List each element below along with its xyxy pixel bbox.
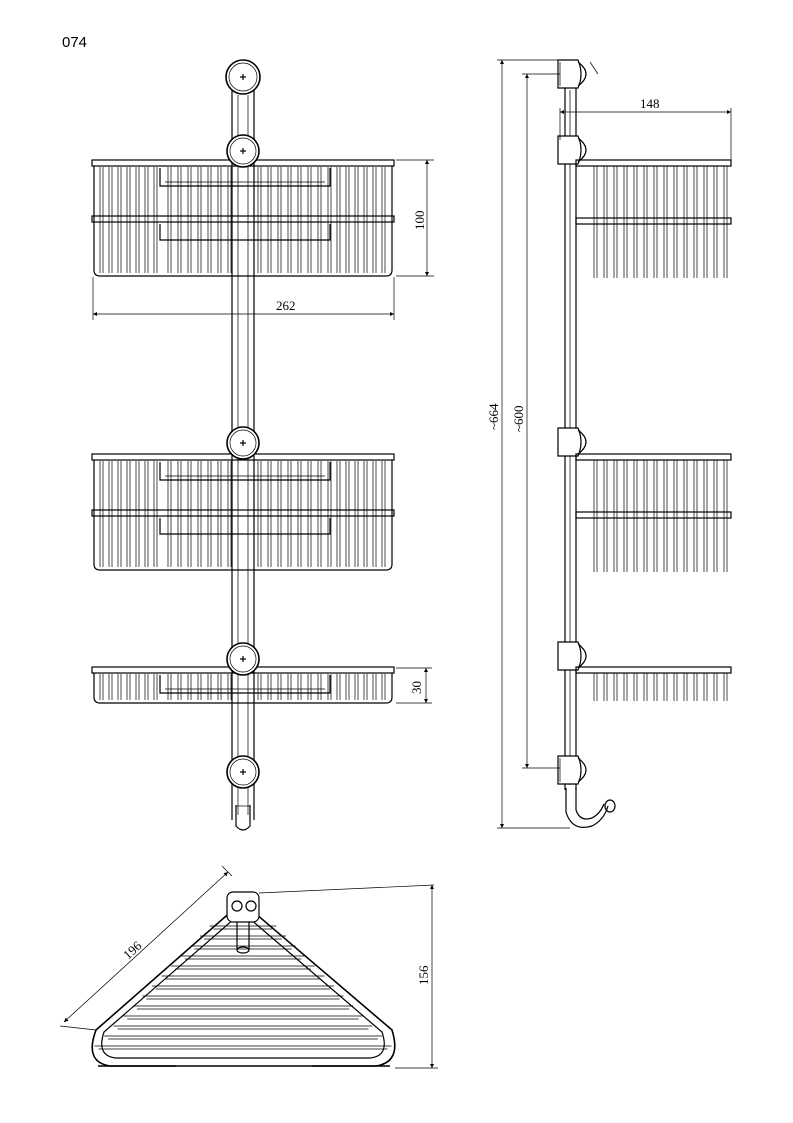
dim-front-basket-height: 100 (396, 159, 434, 277)
front-shelf-bottom (91, 666, 395, 704)
page-number: 074 (62, 34, 88, 51)
dim-side-pole-length: ~600 (511, 73, 560, 769)
dim-262-label: 262 (276, 298, 296, 313)
dim-664-label: ~664 (486, 403, 501, 430)
dim-196-label: 196 (120, 938, 145, 963)
dim-30-label: 30 (409, 681, 424, 694)
front-basket-top (91, 159, 395, 277)
dim-plan-depth: 156 (395, 885, 438, 1069)
dim-side-depth: 148 (559, 96, 732, 160)
side-hook (565, 788, 616, 828)
front-mount-discs (225, 59, 261, 789)
dim-100-label: 100 (412, 211, 427, 231)
side-clamps (557, 59, 599, 785)
dim-side-total-height: ~664 (486, 59, 570, 829)
front-basket-middle (91, 453, 395, 571)
dim-plan-diagonal: 196 (59, 865, 233, 1031)
plan-view: 196 156 (59, 865, 438, 1069)
front-view: 262 100 30 (91, 59, 434, 831)
plan-mount (226, 884, 435, 954)
dim-156-label: 156 (416, 965, 431, 985)
dim-148-label: 148 (640, 96, 660, 111)
side-baskets (575, 159, 732, 701)
dim-front-shelf-height: 30 (396, 667, 432, 704)
dim-600-label: ~600 (511, 405, 526, 432)
dim-front-width: 262 (92, 277, 395, 320)
side-view: ~664 ~600 148 (486, 59, 732, 829)
